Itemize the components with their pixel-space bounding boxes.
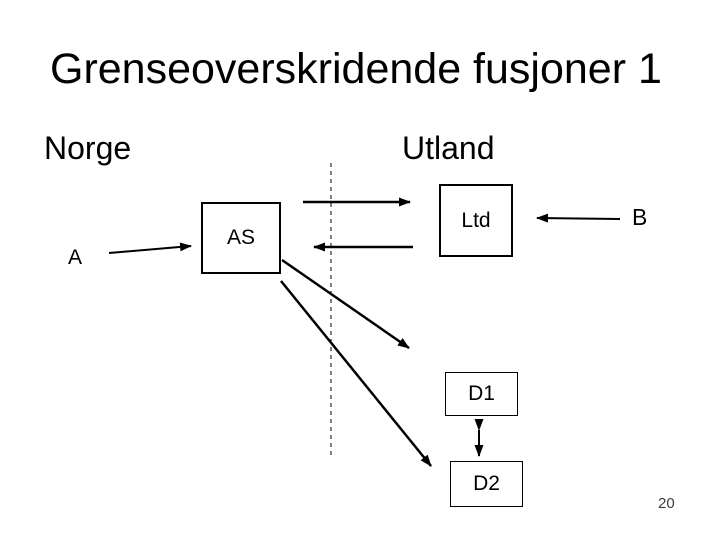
box-as-label: AS — [226, 226, 255, 249]
box-as: AS — [201, 202, 281, 274]
box-ltd-label: Ltd — [461, 208, 491, 232]
box-d1: D1 — [445, 372, 518, 416]
region-label-norge: Norge — [44, 130, 132, 166]
arrow-as-diagonal-to-d1 — [281, 258, 410, 350]
slide-title: Grenseoverskridende fusjoner 1 — [50, 45, 662, 93]
label-a: A — [68, 246, 83, 269]
box-ltd: Ltd — [439, 184, 513, 257]
box-d1-label: D1 — [468, 382, 495, 405]
label-b: B — [632, 204, 648, 230]
arrow-as-diagonal-to-d2 — [280, 280, 432, 467]
arrow-a-to-as — [108, 242, 192, 254]
page-number: 20 — [658, 495, 675, 512]
box-d2-label: D2 — [473, 472, 500, 495]
arrow-b-to-ltd — [536, 213, 621, 223]
region-label-utland: Utland — [402, 130, 495, 166]
box-d2: D2 — [450, 461, 523, 507]
